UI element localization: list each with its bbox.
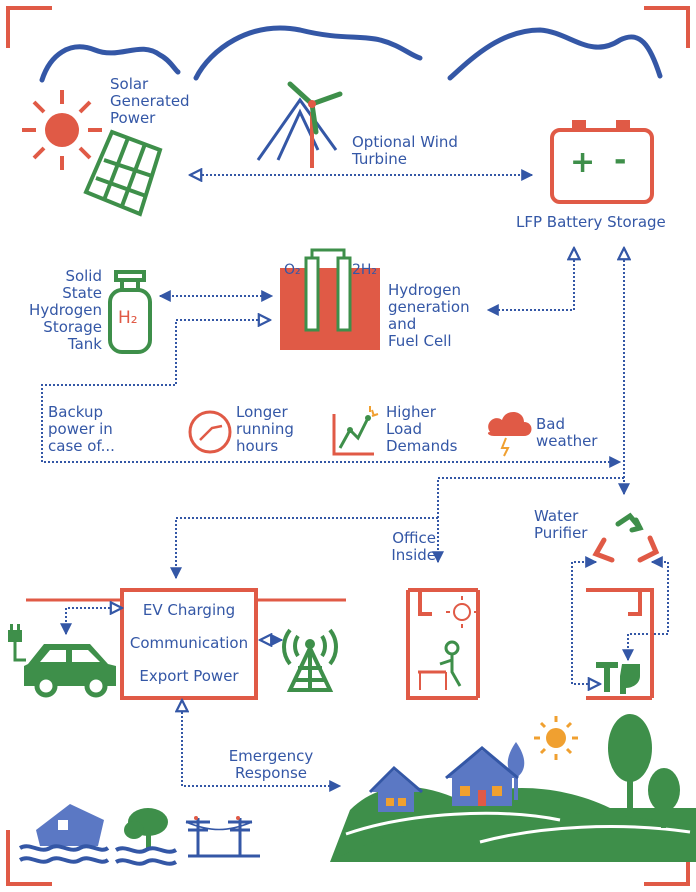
flooded-house-icon [18, 804, 110, 864]
arrow-hub-to-emergency [182, 700, 340, 786]
sky-lines [39, 25, 663, 83]
electrolyzer-2h2: 2H₂ [352, 262, 378, 278]
ev-plug-icon [8, 624, 26, 662]
ev-car-icon [24, 644, 116, 698]
hydrogen-label-line-2: generation [388, 298, 470, 316]
higher-label-line-1: Higher [386, 403, 436, 421]
small-sun-icon [534, 716, 578, 760]
sink-toilet-icon [596, 662, 640, 694]
higher-label-line-2: Load [386, 420, 422, 438]
battery-minus: - [614, 143, 627, 178]
longer-label-line-1: Longer [236, 403, 288, 421]
hydrogen-tank-icon [108, 270, 152, 354]
blue-tree-icon [507, 742, 525, 800]
clock-icon [188, 410, 232, 454]
communication-label: Communication [129, 634, 249, 652]
solar-label-line-1: Solar [110, 75, 149, 93]
hydrogen-label-line-4: Fuel Cell [388, 332, 452, 350]
solar-panel-icon [83, 129, 163, 217]
trees-icon [608, 714, 680, 828]
water-label-line-1: Water [534, 507, 579, 525]
electrolyzer-o2: O₂ [284, 262, 301, 278]
bad-weather-label-line-2: weather [536, 432, 598, 450]
ev-charging-label: EV Charging [142, 601, 236, 619]
recycle-icon [592, 512, 660, 563]
solar-label: Solar Generated Power [110, 76, 190, 127]
office-building-icon [406, 588, 480, 700]
office-label-line-2: Inside [391, 546, 436, 564]
arrow-purifier-loop-left [571, 562, 600, 684]
wind-label: Optional Wind Turbine [352, 134, 458, 168]
solar-label-line-3: Power [110, 109, 156, 127]
arrow-fuel-cell-backup [41, 320, 620, 462]
arrow-hub-to-car [66, 608, 122, 634]
landscape-hills [330, 786, 696, 862]
backup-label-line-2: power in [48, 420, 113, 438]
power-lines-icon [185, 816, 260, 858]
bad-weather-label-line-1: Bad [536, 415, 566, 433]
emergency-label: Emergency Response [206, 748, 336, 782]
battery-label: LFP Battery Storage [516, 213, 666, 231]
tank-label: Solid State Hydrogen Storage Tank [14, 268, 102, 353]
hydrogen-label-line-3: and [388, 315, 417, 333]
bathroom-building-icon [586, 588, 654, 700]
tank-label-line-4: Storage [43, 318, 102, 336]
office-label: Office Inside [360, 530, 436, 564]
arrow-to-office [432, 477, 624, 564]
load-chart-icon [332, 406, 379, 456]
office-label-line-1: Office [392, 529, 436, 547]
backup-label: Backup power in case of... [48, 404, 115, 455]
tank-label-line-1: Solid [65, 267, 102, 285]
water-label-line-2: Purifier [534, 524, 588, 542]
hydrogen-label-line-1: Hydrogen [388, 281, 461, 299]
office-worker-icon [418, 596, 478, 690]
wind-label-line-1: Optional Wind [352, 133, 458, 151]
tank-h2-symbol: H₂ [118, 308, 138, 328]
houses-icon [368, 746, 519, 812]
tank-label-line-5: Tank [67, 335, 102, 353]
backup-label-line-3: case of... [48, 437, 115, 455]
bad-weather-label: Bad weather [536, 416, 597, 450]
solar-label-line-2: Generated [110, 92, 190, 110]
power-hub-box [120, 588, 258, 700]
fallen-tree-icon [114, 808, 178, 866]
longer-label-line-3: hours [236, 437, 279, 455]
emergency-label-line-2: Response [234, 764, 308, 782]
hydrogen-label: Hydrogen generation and Fuel Cell [388, 282, 470, 350]
arrow-purifier-loop-right [622, 556, 669, 662]
backup-label-line-1: Backup [48, 403, 103, 421]
battery-plus: + [570, 145, 596, 180]
arrow-battery-to-hydrogen [488, 248, 574, 310]
wind-turbine-icon [256, 81, 343, 168]
arrow-to-power-hub [170, 517, 438, 580]
tank-label-line-3: Hydrogen [29, 301, 102, 319]
radio-tower-icon [282, 628, 338, 692]
tank-label-line-2: State [62, 284, 102, 302]
higher-label: Higher Load Demands [386, 404, 457, 455]
wind-label-line-2: Turbine [352, 150, 407, 168]
sun-icon [22, 90, 102, 170]
higher-label-line-3: Demands [386, 437, 458, 455]
water-purifier-label: Water Purifier [534, 508, 587, 542]
export-power-label: Export Power [139, 667, 239, 685]
longer-label-line-2: running [236, 420, 294, 438]
longer-label: Longer running hours [236, 404, 294, 455]
battery-icon [550, 120, 654, 204]
storm-cloud-icon [487, 411, 532, 457]
emergency-label-line-1: Emergency [228, 747, 314, 765]
